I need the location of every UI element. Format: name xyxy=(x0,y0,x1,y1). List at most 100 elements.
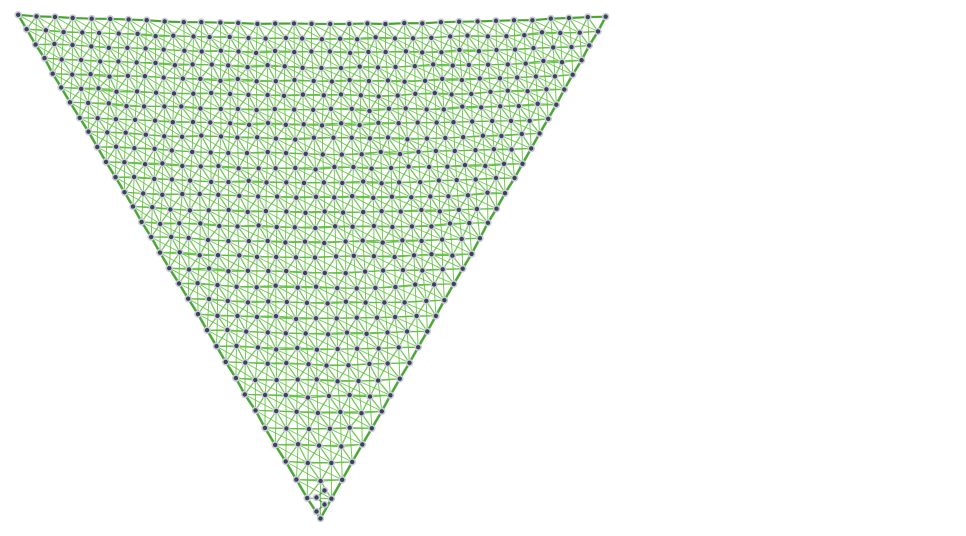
graph-edge xyxy=(364,271,396,288)
graph-node xyxy=(338,475,347,484)
graph-edge xyxy=(329,51,333,82)
graph-node xyxy=(410,62,419,70)
graph-node xyxy=(423,134,431,143)
graph-node xyxy=(234,47,243,56)
graph-node xyxy=(601,12,610,21)
graph-node xyxy=(320,178,328,187)
graph-node xyxy=(501,189,509,197)
graph-node xyxy=(303,494,312,502)
graph-edge xyxy=(127,75,157,94)
graph-edge xyxy=(297,287,329,304)
graph-edge xyxy=(132,176,135,207)
graph-node xyxy=(432,118,441,127)
graph-node xyxy=(50,40,59,48)
graph-node xyxy=(396,150,404,158)
graph-edge xyxy=(80,88,110,104)
graph-edge xyxy=(87,102,117,120)
graph-node xyxy=(291,164,300,172)
graph-node xyxy=(224,297,232,305)
graph-node xyxy=(86,70,95,78)
graph-edge xyxy=(275,410,310,430)
graph-edge xyxy=(126,105,156,122)
graph-node xyxy=(300,179,308,187)
graph-node xyxy=(500,160,508,168)
graph-node xyxy=(483,32,492,41)
graph-node xyxy=(405,358,414,367)
graph-node xyxy=(323,299,332,308)
graph-node xyxy=(217,105,225,113)
graph-edge xyxy=(340,446,343,481)
graph-edge xyxy=(371,168,400,183)
graph-node xyxy=(263,359,272,368)
graph-node xyxy=(243,208,252,216)
graph-node xyxy=(282,207,291,216)
graph-node xyxy=(252,283,261,292)
graph-node xyxy=(488,117,497,125)
graph-node xyxy=(105,99,113,108)
graph-edge xyxy=(115,146,146,165)
graph-node xyxy=(532,72,540,81)
graph-node xyxy=(224,178,233,186)
graph-node xyxy=(121,128,130,137)
graph-node xyxy=(271,19,280,28)
graph-node xyxy=(271,164,280,173)
graph-node xyxy=(527,144,536,153)
graph-node xyxy=(427,250,436,258)
graph-edge xyxy=(406,138,437,152)
graph-edge xyxy=(237,225,269,242)
graph-node xyxy=(546,14,555,23)
graph-node xyxy=(577,56,586,65)
graph-node xyxy=(349,163,358,171)
graph-node xyxy=(245,237,253,245)
graph-node xyxy=(261,34,270,43)
graph-edge xyxy=(297,443,332,464)
graph-node xyxy=(343,328,351,337)
graph-node xyxy=(337,150,346,159)
graph-edge xyxy=(308,363,339,382)
graph-edge xyxy=(133,147,163,164)
graph-edge xyxy=(377,348,380,382)
graph-node xyxy=(232,374,240,382)
graph-node xyxy=(197,47,206,56)
graph-node xyxy=(195,190,204,198)
graph-edge xyxy=(220,50,249,68)
graph-node xyxy=(68,41,77,49)
graph-node xyxy=(66,98,74,107)
graph-node xyxy=(447,90,456,99)
graph-edge xyxy=(171,178,201,195)
graph-node xyxy=(377,207,386,215)
graph-node xyxy=(212,342,221,351)
graph-edge xyxy=(414,65,416,95)
graph-node xyxy=(312,507,321,516)
graph-node xyxy=(208,60,216,69)
graph-node xyxy=(454,206,463,214)
graph-node xyxy=(423,327,432,336)
graph-node xyxy=(352,284,361,293)
graph-node xyxy=(197,131,206,140)
graph-node xyxy=(304,360,313,369)
graph-node xyxy=(520,31,529,40)
graph-edge xyxy=(443,108,446,139)
graph-edge xyxy=(464,164,497,179)
graph-edge xyxy=(351,195,383,212)
graph-node xyxy=(327,105,335,113)
graph-edge xyxy=(401,239,432,255)
graph-node xyxy=(467,90,476,98)
graph-node xyxy=(391,283,400,291)
graph-edge xyxy=(378,348,410,364)
graph-edge xyxy=(323,242,326,274)
graph-node xyxy=(264,267,273,275)
graph-node xyxy=(446,32,455,41)
graph-edge xyxy=(266,151,269,183)
graph-node xyxy=(171,61,179,69)
graph-node xyxy=(320,486,329,495)
graph-node xyxy=(348,222,357,231)
graph-node xyxy=(391,313,399,321)
graph-node xyxy=(356,91,365,100)
graph-node xyxy=(298,64,307,72)
graph-node xyxy=(427,222,436,231)
graph-edge xyxy=(313,80,342,95)
graph-node xyxy=(120,188,129,196)
graph-node xyxy=(232,282,241,291)
graph-node xyxy=(381,20,390,28)
